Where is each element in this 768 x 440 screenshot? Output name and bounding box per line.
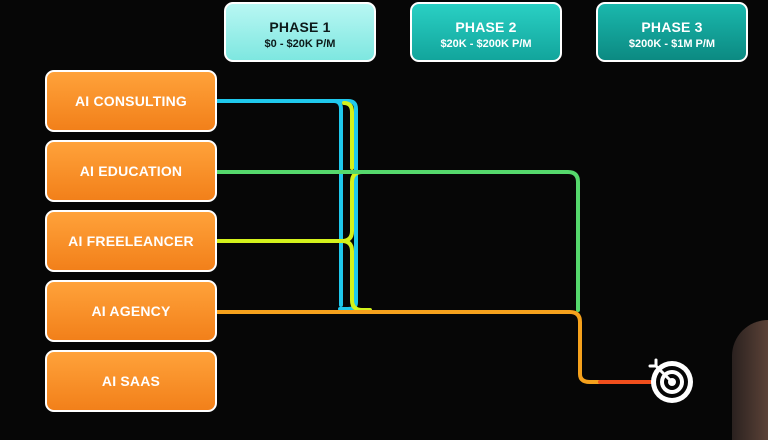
phase-1-header: PHASE 1 $0 - $20K P/M [224, 2, 376, 62]
phase-2-range: $20K - $200K P/M [440, 38, 532, 50]
business-ai-freelancer-label: AI FREELEANCER [68, 233, 194, 249]
presenter-silhouette [732, 320, 768, 440]
business-ai-consulting-label: AI CONSULTING [74, 93, 187, 109]
business-ai-consulting: AI CONSULTING [45, 70, 217, 132]
phase-1-title: PHASE 1 [269, 19, 331, 35]
business-ai-freelancer: AI FREELEANCER [45, 210, 217, 272]
business-ai-education: AI EDUCATION [45, 140, 217, 202]
business-ai-saas: AI SAAS [45, 350, 217, 412]
business-ai-agency-label: AI AGENCY [91, 303, 171, 319]
phase-2-title: PHASE 2 [455, 19, 517, 35]
phase-3-range: $200K - $1M P/M [628, 38, 716, 50]
route-freelancer-down [340, 239, 372, 312]
route-consulting-inner [215, 99, 343, 307]
phase-3-title: PHASE 3 [641, 19, 703, 35]
phase-2-header: PHASE 2 $20K - $200K P/M [410, 2, 562, 62]
phase-1-range: $0 - $20K P/M [264, 38, 336, 50]
route-agency [215, 310, 602, 384]
business-ai-saas-label: AI SAAS [101, 373, 161, 389]
route-freelancer-main [215, 170, 374, 243]
route-freelancer-up [342, 101, 354, 170]
business-ai-education-label: AI EDUCATION [79, 163, 183, 179]
business-ai-agency: AI AGENCY [45, 280, 217, 342]
route-education [215, 170, 580, 312]
target-icon [648, 358, 693, 403]
phase-3-header: PHASE 3 $200K - $1M P/M [596, 2, 748, 62]
route-consulting-outer [215, 99, 358, 311]
